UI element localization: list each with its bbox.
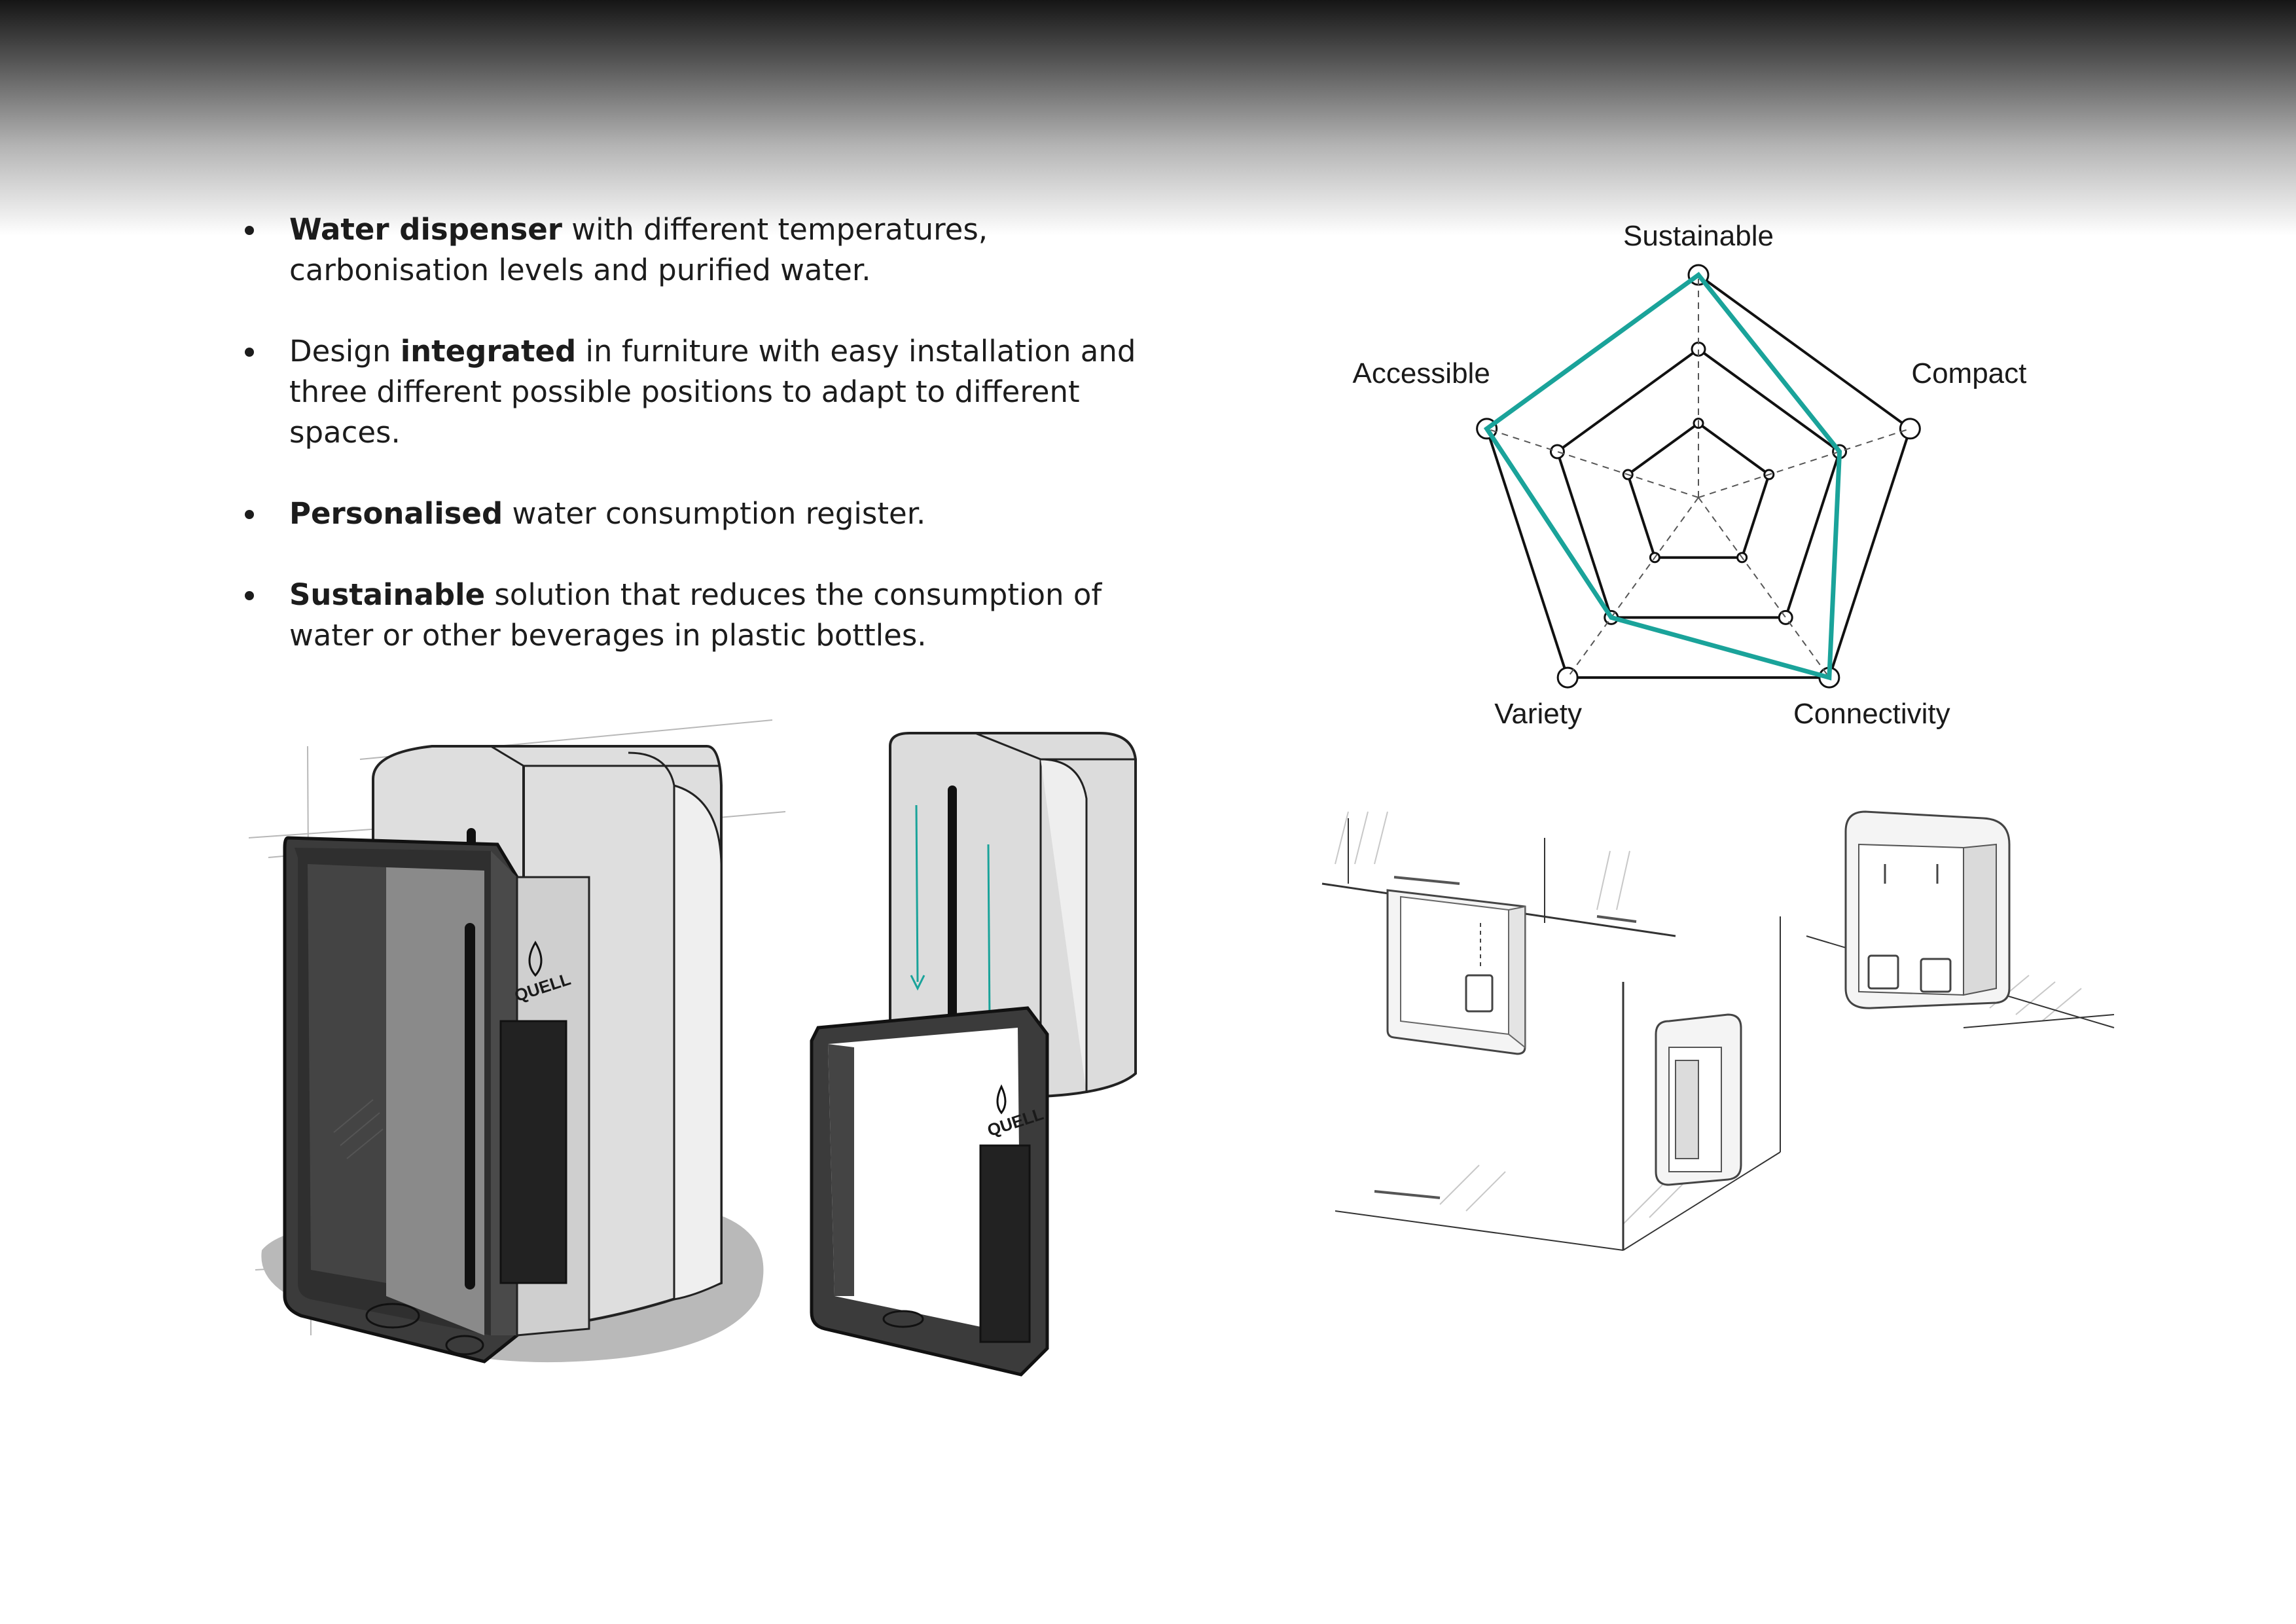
feature-keyword: Water dispenser <box>289 212 562 247</box>
bullet-icon <box>245 591 254 600</box>
feature-keyword: integrated <box>400 334 577 369</box>
header-gradient-band <box>0 0 2296 236</box>
radar-spoke-accessible <box>1486 427 1699 498</box>
bullet-icon <box>245 510 254 519</box>
radar-series-line <box>1483 272 1842 681</box>
feature-text: with different temperatures, carbonisati… <box>289 212 988 287</box>
feature-keyword: Personalised <box>289 496 503 531</box>
radar-spoke-compact <box>1698 427 1910 498</box>
radar-node-accessible-2 <box>1549 444 1565 460</box>
feature-item-water-dispenser: Water dispenser with different temperatu… <box>236 209 1185 291</box>
radar-spoke-connectivity <box>1698 497 1830 678</box>
feature-text: water consumption register. <box>503 496 926 531</box>
feature-text: solution that reduces the consumption of… <box>289 577 1102 653</box>
radar-spokes <box>1486 275 1910 678</box>
radar-ring-1 <box>1626 422 1771 559</box>
radar-node-variety-3 <box>1556 666 1579 689</box>
bullet-icon <box>245 226 254 235</box>
dispenser-front-icon: QUELL <box>249 719 786 1363</box>
feature-item-sustainable: Sustainable solution that reduces the co… <box>236 575 1185 656</box>
dispenser-assembly-icon: QUELL <box>810 732 1137 1377</box>
feature-lead: Design <box>289 334 401 369</box>
radar-ring-2 <box>1556 347 1841 619</box>
radar-node-connectivity-2 <box>1778 609 1793 625</box>
feature-list: Water dispenser with different temperatu… <box>236 209 1185 696</box>
radar-label-compact: Compact <box>1911 357 2026 389</box>
radar-label-sustainable: Sustainable <box>1623 223 1774 252</box>
feature-keyword: Sustainable <box>289 577 486 612</box>
install-positions-icon <box>1321 810 2115 1251</box>
bullet-icon <box>245 348 254 357</box>
radar-series <box>1483 272 1842 681</box>
feature-item-integrated: Design integrated in furniture with easy… <box>236 331 1185 453</box>
feature-text: in furniture with easy installation and … <box>289 334 1136 450</box>
feature-item-personalised: Personalised water consumption register. <box>236 494 1185 534</box>
radar-label-variety: Variety <box>1494 698 1582 730</box>
radar-node-compact-3 <box>1899 418 1921 440</box>
radar-label-connectivity: Connectivity <box>1793 698 1950 730</box>
radar-label-accessible: Accessible <box>1352 357 1490 389</box>
radar-spoke-variety <box>1567 497 1699 678</box>
